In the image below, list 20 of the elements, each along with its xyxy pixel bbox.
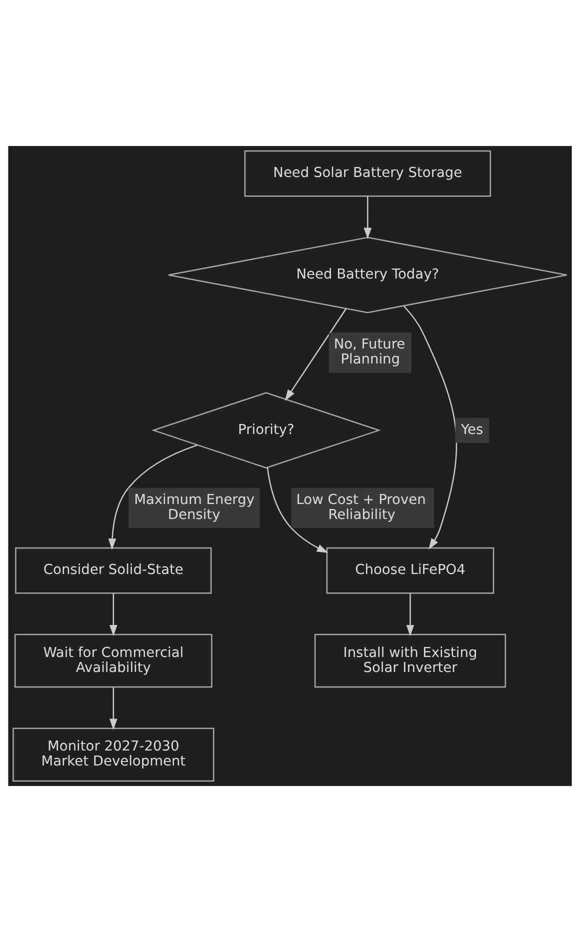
arrow [266, 467, 328, 552]
edge-label: No, Future Planning [334, 336, 406, 368]
arrow [109, 593, 118, 636]
arrow [109, 686, 118, 730]
edge-label: Yes [460, 421, 484, 438]
node-box: Wait for Commercial Availability [14, 633, 212, 688]
node-box: Need Solar Battery Storage [244, 150, 492, 196]
arrow [403, 305, 458, 550]
node-box: Choose LiFePO4 [326, 546, 494, 594]
arrow [108, 444, 198, 550]
node-diamond: Priority? [152, 392, 381, 468]
edge-label: Low Cost + Proven Reliability [296, 491, 426, 522]
arrow [364, 196, 372, 239]
node-diamond: Need Battery Today? [168, 236, 568, 313]
node-box: Install with Existing Solar Inverter [314, 633, 506, 688]
arrow [284, 308, 347, 400]
arrow [406, 593, 414, 636]
node-box: Monitor 2027-2030 Market Development [12, 727, 214, 782]
node-box: Consider Solid-State [15, 546, 212, 594]
edge-label: Maximum Energy Density [134, 491, 254, 522]
